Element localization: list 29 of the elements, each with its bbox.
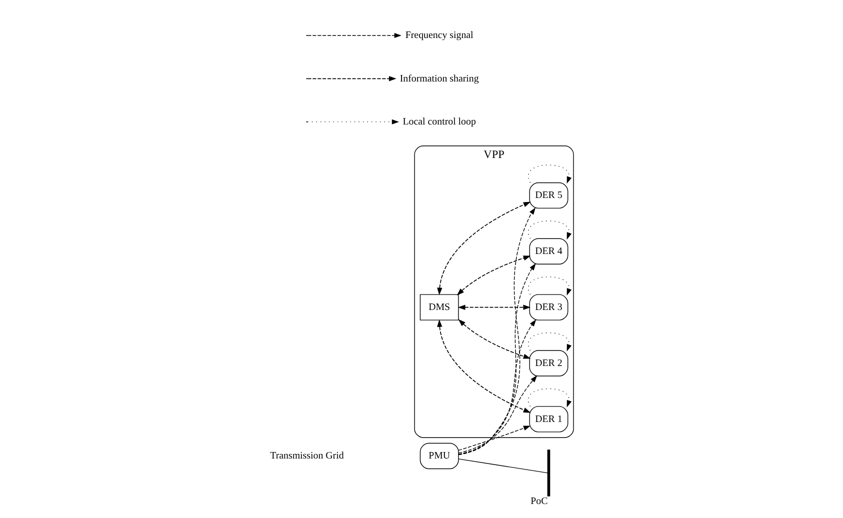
arrow	[436, 319, 530, 413]
node-label: PoC	[530, 496, 548, 507]
arrow	[436, 202, 530, 296]
arrow	[527, 220, 572, 240]
connector	[458, 458, 548, 474]
node-box: DER 3	[528, 294, 568, 320]
node-box: DER 2	[528, 350, 568, 376]
arrow	[527, 164, 572, 184]
arrow	[457, 304, 530, 310]
arrow	[456, 256, 530, 296]
arrow	[458, 208, 536, 456]
node-box: PMU	[419, 442, 458, 470]
arrow	[458, 426, 530, 451]
arrow	[527, 388, 572, 408]
legend-label: Local control loop	[402, 116, 476, 128]
legend-label: Frequency signal	[404, 30, 473, 42]
node-box: DER 4	[528, 238, 568, 264]
node-box: DER 1	[528, 406, 568, 432]
legend-label: Information sharing	[399, 73, 478, 84]
arrow	[458, 319, 536, 454]
node-bar	[546, 450, 550, 496]
arrow	[458, 319, 530, 359]
arrow	[527, 332, 572, 352]
node-box: DMS	[419, 294, 458, 320]
arrow	[458, 375, 537, 454]
arrow	[527, 276, 572, 296]
node-box: DER 5	[528, 182, 568, 209]
arrow	[458, 263, 536, 455]
label: Transmission Grid	[270, 450, 344, 462]
